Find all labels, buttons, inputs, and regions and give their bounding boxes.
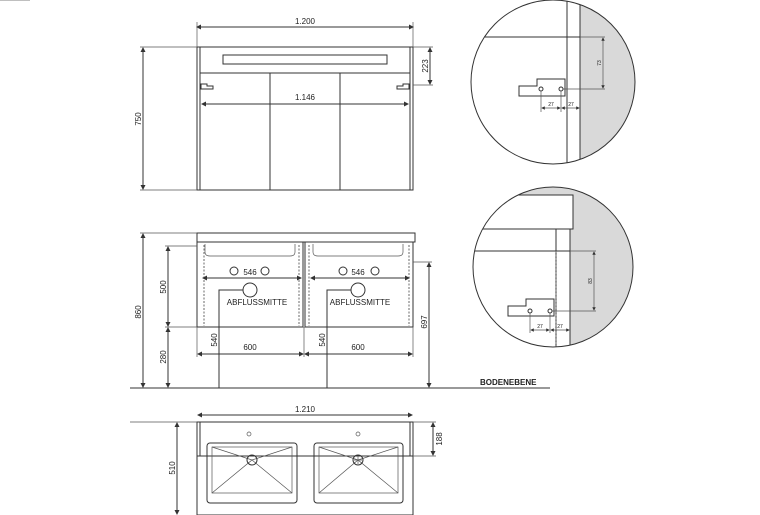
cabinet-height-label: 500 [159, 280, 168, 294]
drain-height-right: 540 [318, 333, 327, 347]
drain-height-left: 540 [210, 333, 219, 347]
unit-width-left: 600 [243, 343, 257, 352]
detail-bottom-vertical: 83 [588, 278, 594, 284]
detail-bottom-spacing-b: 27 [557, 324, 563, 330]
inner-width-label: 1.146 [295, 93, 316, 102]
detail-top-spacing-a: 27 [548, 102, 554, 108]
basin-left [206, 431, 298, 504]
detail-circle-top: 73 27 27 [470, 0, 636, 165]
width-label: 1.200 [295, 17, 316, 26]
plan-view: 1.210 510 188 [130, 405, 444, 515]
drain-label-right: ABFLUSSMITTE [330, 298, 390, 307]
detail-bottom-spacing-a: 27 [537, 324, 543, 330]
unit-width-right: 600 [351, 343, 365, 352]
bracket-height-label: 697 [420, 315, 429, 329]
front-view-cabinet: 1.200 1.146 750 223 [0, 0, 433, 191]
floor-clearance-label: 280 [159, 350, 168, 364]
top-panel-label: 223 [421, 59, 430, 73]
hinge-left [200, 83, 214, 90]
light-bar [222, 54, 388, 65]
detail-top-spacing-b: 27 [568, 102, 574, 108]
plan-width-label: 1.210 [295, 405, 316, 414]
height-label: 750 [134, 112, 143, 126]
hole-spacing-right: 546 [351, 268, 365, 277]
detail-circle-bottom: 83 27 27 [472, 186, 634, 348]
detail-top-vertical: 73 [597, 60, 603, 66]
total-height-label: 860 [134, 305, 143, 319]
tap-offset-label: 188 [435, 432, 444, 446]
drain-right [350, 282, 366, 298]
plan-depth-label: 510 [168, 461, 177, 475]
hinge-right [396, 83, 410, 90]
countertop [196, 232, 416, 243]
hole-spacing-left: 546 [243, 268, 257, 277]
floor-label: BODENEBENE [480, 378, 537, 387]
vanity-elevation: 546 546 ABFLUSSMITTE ABFLUSSMITTE 540 54… [130, 232, 550, 389]
basin-right [313, 431, 404, 504]
drain-label-left: ABFLUSSMITTE [227, 298, 287, 307]
drain-left [242, 282, 258, 298]
